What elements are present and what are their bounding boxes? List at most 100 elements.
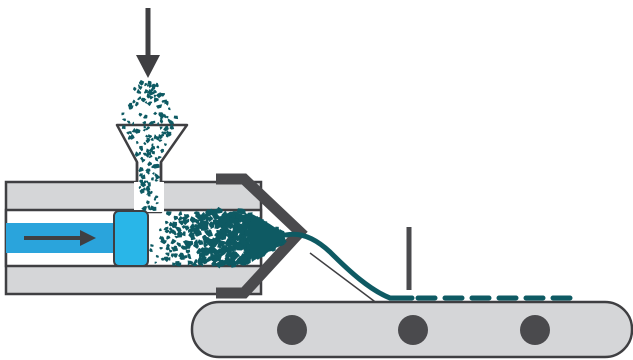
powder-particle <box>149 248 153 252</box>
powder-particle <box>243 256 248 264</box>
powder-particle <box>234 212 243 219</box>
powder-particle <box>132 99 136 104</box>
powder-particle <box>171 246 176 251</box>
powder-particle <box>122 118 127 122</box>
powder-particle <box>193 259 198 264</box>
powder-particle <box>155 82 159 87</box>
powder-particle <box>165 245 170 251</box>
powder-particle <box>204 236 210 241</box>
powder-particle <box>182 240 188 245</box>
powder-particle <box>149 205 154 211</box>
powder-particle <box>158 228 162 232</box>
powder-particle <box>158 112 164 118</box>
powder-particle <box>181 216 188 221</box>
powder-particle <box>195 212 202 220</box>
powder-particle <box>146 200 150 205</box>
powder-particle <box>192 218 199 223</box>
powder-particle <box>236 242 245 251</box>
powder-particle <box>190 236 196 241</box>
powder-particle <box>193 239 199 245</box>
powder-particle <box>194 228 201 234</box>
powder-particle <box>212 257 218 264</box>
powder-particle <box>234 251 241 258</box>
powder-particle <box>154 157 159 162</box>
powder-particle <box>232 230 238 237</box>
powder-particle <box>169 124 175 130</box>
powder-particle <box>146 93 150 99</box>
powder-particle <box>138 186 142 190</box>
powder-particle <box>145 126 150 131</box>
powder-particle <box>148 121 154 125</box>
powder-particle <box>197 240 203 245</box>
powder-particle <box>128 131 132 135</box>
powder-particle <box>217 243 222 249</box>
powder-particle <box>205 231 213 237</box>
powder-particle <box>151 177 154 181</box>
powder-particle <box>126 120 131 124</box>
compacted-core <box>249 214 286 262</box>
powder-particle <box>138 151 142 156</box>
powder-particle <box>156 104 163 109</box>
ram-piston <box>113 210 149 267</box>
powder-particle <box>196 225 200 230</box>
strand-guide-line <box>309 252 379 305</box>
powder-particle <box>181 225 187 229</box>
powder-particle <box>139 179 143 184</box>
powder-particle <box>145 154 149 158</box>
powder-particle <box>159 247 163 250</box>
powder-particle <box>155 202 159 205</box>
powder-particle <box>147 81 152 85</box>
powder-particle <box>147 182 151 187</box>
roller <box>277 315 307 345</box>
powder-particle <box>161 131 164 134</box>
powder-particle <box>146 137 150 142</box>
powder-particle <box>206 246 212 252</box>
powder-particle <box>158 134 163 140</box>
powder-particle <box>157 122 160 126</box>
powder-particle <box>161 100 164 104</box>
powder-particle <box>197 260 203 266</box>
powder-particle <box>178 211 183 216</box>
powder-particle <box>160 257 165 261</box>
powder-particle <box>132 86 137 92</box>
powder-particle <box>145 180 149 184</box>
powder-particle <box>142 128 146 132</box>
powder-particle <box>170 253 174 258</box>
powder-particle <box>140 174 146 180</box>
powder-particle <box>208 222 215 228</box>
powder-particle <box>148 148 153 153</box>
powder-particle <box>168 107 171 111</box>
powder-particle <box>138 112 143 117</box>
powder-particle <box>168 227 173 232</box>
powder-particle <box>196 247 203 255</box>
powder-particle <box>152 120 156 124</box>
powder-particle <box>146 148 150 154</box>
powder-particle <box>163 256 169 263</box>
powder-particle <box>140 182 147 188</box>
powder-particles <box>121 79 287 269</box>
powder-particle <box>137 96 142 101</box>
powder-particle <box>128 102 133 107</box>
powder-particle <box>244 251 252 259</box>
powder-particle <box>188 230 193 237</box>
powder-particle <box>178 231 182 236</box>
powder-particle <box>189 216 196 224</box>
powder-particle <box>134 101 139 107</box>
powder-particle <box>207 208 213 214</box>
powder-particle <box>142 187 146 191</box>
powder-particle <box>177 216 184 221</box>
powder-particle <box>168 221 173 227</box>
powder-particle <box>151 150 155 155</box>
powder-particle <box>150 83 156 89</box>
powder-particle <box>150 244 154 247</box>
powder-particle <box>160 93 165 97</box>
powder-particle <box>246 258 251 265</box>
powder-particle <box>210 240 216 246</box>
powder-particle <box>157 155 162 160</box>
powder-particle <box>164 229 170 234</box>
powder-particle <box>155 93 162 99</box>
powder-particle <box>132 121 134 126</box>
powder-particle <box>155 254 159 258</box>
powder-particle <box>136 141 139 145</box>
powder-particle <box>153 111 158 116</box>
